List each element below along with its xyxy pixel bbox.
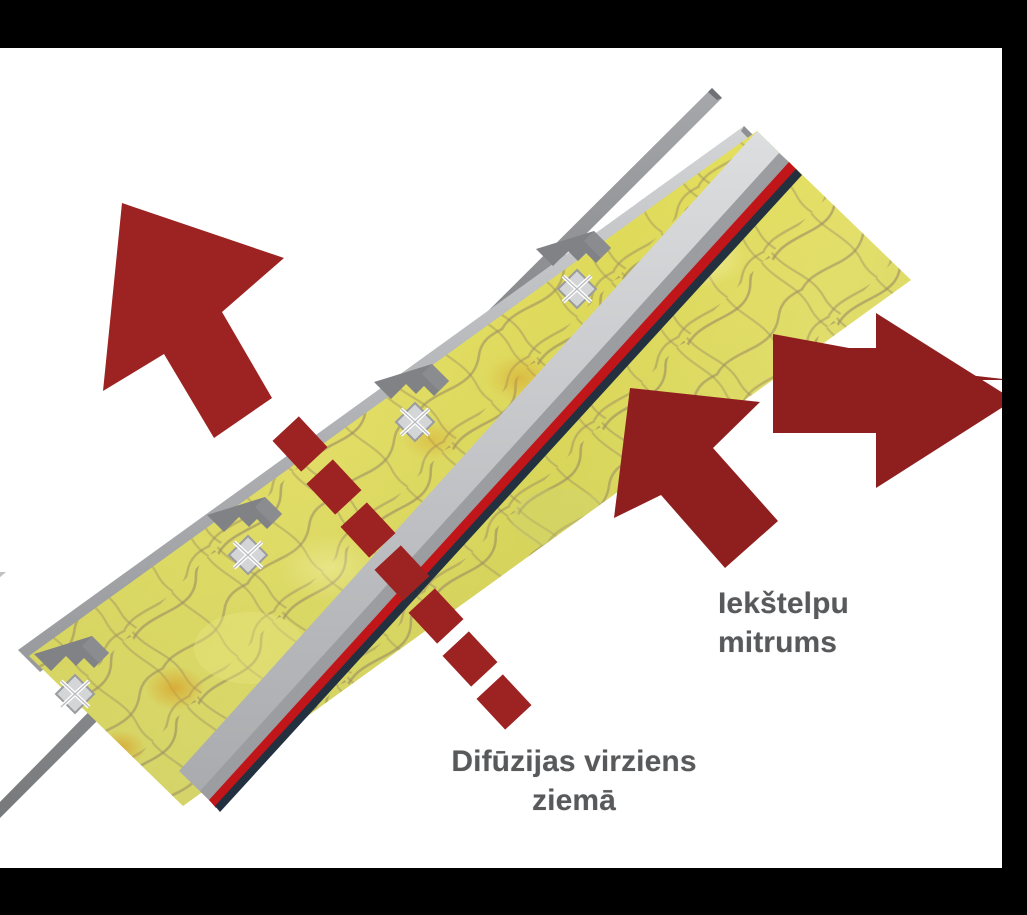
indoor-humidity-label: Iekštelpu mitrums: [718, 587, 849, 659]
mounting-bracket-1: [536, 231, 611, 266]
outward-diffusion-arrow: [103, 203, 284, 438]
diffusion-direction-dashes: [272, 416, 532, 730]
interior-finish-line: [215, 169, 802, 812]
indoor-humidity-arrow-diagonal: [614, 388, 778, 568]
mounting-bracket-2: [374, 364, 449, 399]
mounting-bracket-4: [34, 636, 109, 671]
inner-sheathing-board: [179, 131, 791, 802]
diagram-canvas: Iekštelpu mitrums Difūzijas virziens zie…: [0, 48, 1002, 868]
fastener-3: [227, 534, 269, 576]
wall-assembly-illustration: [0, 88, 1002, 818]
indoor-humidity-arrow-horizontal: [773, 313, 1002, 488]
diffusion-direction-label: Difūzijas virziens ziemā: [451, 745, 697, 817]
fastener-2: [394, 401, 436, 443]
vapour-barrier: [209, 162, 797, 808]
inner-board-shadow-strip: [200, 153, 791, 802]
fastener-4: [54, 673, 96, 715]
outer-cladding-rail-offscreen-edge: [0, 572, 6, 578]
mounting-bracket-3: [207, 497, 282, 532]
fastener-1: [556, 268, 598, 310]
